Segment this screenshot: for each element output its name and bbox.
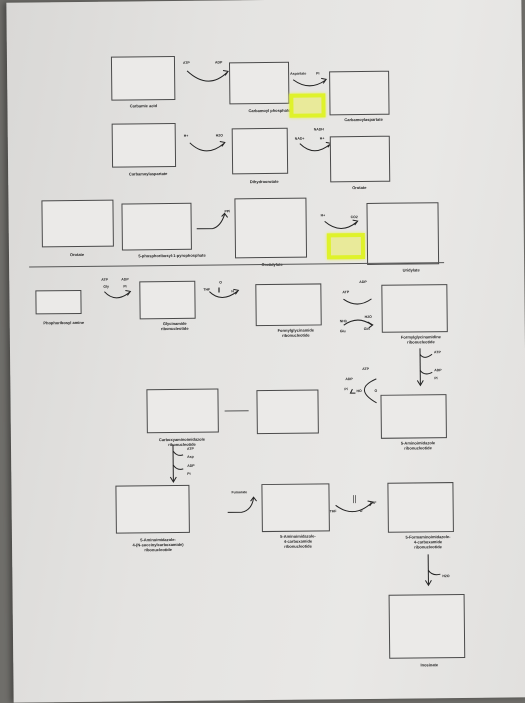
answer-box-formylglycinamide[interactable]	[255, 283, 322, 327]
section-divider	[29, 262, 445, 268]
label-carbamoylaspartate: Carbamoylaspartate	[128, 171, 168, 177]
answer-box-carboxyaminoimidazole[interactable]	[146, 388, 219, 434]
label-glu: Glu	[339, 329, 346, 334]
label-carboxamide: 5-Aminoimidazole- 4-carboxamide ribonucl…	[280, 533, 316, 549]
arrow-ppi	[196, 212, 229, 230]
answer-box-carboxamide[interactable]	[261, 483, 330, 533]
arrow-down-right	[416, 348, 433, 387]
label-atp-p5: ATP	[187, 446, 194, 451]
arrow-dehydration	[424, 554, 441, 587]
label-succinylcarboxamide: 5-Aminoimidazole- 4-(N-succinylcarboxami…	[132, 536, 184, 553]
label-pi-p4: Pi	[344, 387, 348, 392]
label-nad-plus: NAD+	[294, 136, 305, 141]
label-h-plus: H+	[183, 133, 189, 138]
arrow-formylation	[335, 495, 374, 513]
label-carbamic-acid: Carbamic acid	[129, 103, 158, 109]
label-fumarate: Fumarate	[231, 490, 248, 495]
arrow-down-left	[169, 444, 184, 483]
label-formylglycinamidine: Formylglycinamidine ribonucleotide	[400, 334, 441, 345]
label-adp-p5: ADP	[187, 463, 195, 468]
answer-box-glycinamide[interactable]	[139, 280, 196, 320]
arrow-thf	[209, 287, 240, 298]
arrow-gln	[343, 298, 374, 329]
label-inosinate: Inosinate	[420, 662, 439, 668]
arrow-aspartate	[292, 77, 328, 87]
label-pi-p1: Pi	[123, 284, 127, 289]
arrow-carboxylation	[349, 378, 377, 404]
label-phosphoribosylamine: Phophoribosyl amine	[43, 319, 85, 326]
label-nadh: NADH	[313, 127, 324, 132]
answer-box-carbamoylaspartate-top[interactable]	[329, 70, 390, 116]
label-orotate-right: Orotate	[352, 184, 367, 191]
label-dihydroorotate: Dihydroorotate	[249, 178, 279, 185]
label-formylglycinamide: Formylglycinamide ribonucleotide	[277, 327, 315, 338]
highlighted-enzyme-box-2[interactable]	[326, 232, 366, 260]
label-aminoimidazole: 5-Aminoimidazole ribonucleotide	[400, 440, 436, 451]
label-formamidoimidazole: 5-Formaminoimidazole- 4-carboxamide ribo…	[405, 534, 451, 550]
answer-box-inosinate[interactable]	[388, 593, 466, 659]
label-prpp: 5-phosphoribosyl-1-pyrophosphate	[138, 252, 206, 259]
answer-box-succinylcarboxamide[interactable]	[115, 484, 190, 534]
answer-box-carbamic-acid[interactable]	[110, 55, 176, 101]
label-adp-p2: ADP	[359, 279, 367, 285]
answer-box-orotate-left[interactable]	[41, 199, 114, 248]
arrow-atp-adp-1	[186, 69, 229, 82]
label-h-plus-3: H+	[320, 213, 326, 218]
arrow-h2o	[189, 140, 226, 152]
label-uridylate: Uridylate	[402, 267, 420, 273]
worksheet-page: Carbamic acid ATP ADP Carbamoyl phosphat…	[6, 0, 525, 703]
answer-box-formamidoimidazole[interactable]	[387, 482, 454, 533]
answer-box-phosphoribosylamine[interactable]	[35, 289, 82, 315]
label-asp: Asp	[187, 454, 194, 459]
label-atp-p4: ATP	[362, 366, 369, 372]
answer-box-middle[interactable]	[256, 389, 319, 435]
label-carbamoylaspartate-top: Carbamoylaspartate	[344, 116, 383, 123]
label-adp-1: ADP	[214, 60, 223, 65]
label-atp-1: ATP	[182, 60, 190, 65]
answer-box-orotidylate[interactable]	[234, 197, 308, 259]
label-pi-1: Pi	[316, 71, 320, 76]
label-h2o-1: H2O	[215, 133, 223, 138]
arrow-fumarate	[227, 496, 257, 513]
answer-box-formylglycinamidine[interactable]	[381, 284, 448, 333]
answer-box-prpp[interactable]	[121, 202, 192, 251]
arrow-gly	[104, 289, 132, 299]
highlighted-enzyme-box-1[interactable]	[289, 93, 326, 118]
label-pi-p5: Pi	[187, 471, 191, 476]
answer-box-dihydroorotate[interactable]	[231, 127, 289, 175]
connector-line	[224, 410, 249, 412]
label-adp-p1: ADP	[121, 277, 129, 282]
label-ppi: PPi	[224, 209, 231, 214]
label-orotate-left: Orotate	[69, 251, 85, 258]
label-h-plus-2: H+	[319, 136, 325, 141]
answer-box-carbamoyl-phosphate[interactable]	[228, 61, 290, 105]
arrow-co2	[324, 219, 359, 229]
answer-box-aminoimidazole[interactable]	[380, 394, 447, 439]
label-glycinamide: Glycinamide ribonucleotide	[160, 320, 189, 332]
label-gly: Gly	[103, 284, 110, 289]
label-atp-p1: ATP	[101, 277, 109, 282]
answer-box-uridylate[interactable]	[366, 202, 440, 265]
answer-box-orotate-right[interactable]	[329, 135, 391, 183]
label-atp-p2: ATP	[342, 290, 350, 295]
label-aspartate: Aspartate	[290, 71, 307, 76]
answer-box-carbamoylaspartate[interactable]	[111, 122, 177, 168]
